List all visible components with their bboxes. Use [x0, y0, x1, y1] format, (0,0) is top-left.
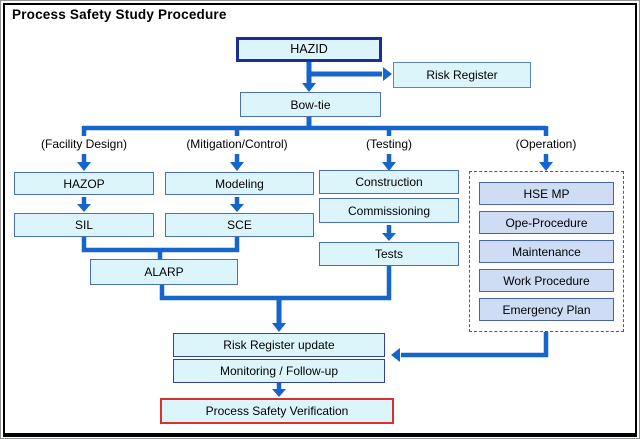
arrowhead-bowtie [302, 83, 316, 92]
arrowhead-tests [382, 233, 396, 241]
arrowhead-verification [272, 389, 286, 397]
page-title: Process Safety Study Procedure [12, 7, 227, 22]
node-sce: SCE [165, 213, 314, 237]
node-work-procedure: Work Procedure [479, 269, 614, 292]
node-hazop: HAZOP [14, 172, 154, 195]
node-process-safety-verification: Process Safety Verification [160, 398, 394, 424]
node-commissioning: Commissioning [319, 198, 459, 223]
node-tests: Tests [319, 242, 459, 266]
node-ope-procedure: Ope-Procedure [479, 211, 614, 234]
branch-label-operation: (Operation) [515, 137, 577, 151]
node-hazid: HAZID [236, 37, 382, 62]
arrowhead-sce [230, 204, 244, 212]
node-emergency-plan: Emergency Plan [479, 298, 614, 321]
line-operation-exit [401, 332, 549, 358]
node-modeling: Modeling [165, 172, 314, 195]
arrowhead-modeling-top [230, 162, 244, 171]
arrowhead-construction-top [382, 162, 396, 171]
arrowhead-sil [77, 204, 91, 212]
arrowhead-operation-exit [391, 348, 400, 362]
node-hse-mp: HSE MP [479, 182, 614, 205]
node-alarp: ALARP [90, 259, 238, 285]
node-bowtie: Bow-tie [240, 92, 381, 117]
node-maintenance: Maintenance [479, 240, 614, 263]
arrowhead-risk-register [383, 67, 392, 81]
operation-group: HSE MP Ope-Procedure Maintenance Work Pr… [469, 171, 624, 332]
branch-label-mitigation-control: (Mitigation/Control) [186, 137, 288, 151]
branch-label-testing: (Testing) [365, 137, 413, 151]
node-construction: Construction [319, 170, 459, 194]
line-alarp-tests-junction [159, 266, 392, 301]
node-monitoring-follow-up: Monitoring / Follow-up [173, 359, 385, 383]
arrowhead-hazop-top [77, 162, 91, 171]
node-risk-register-update: Risk Register update [173, 333, 385, 357]
branch-label-facility-design: (Facility Design) [40, 137, 128, 151]
line-sil-sce-to-alarp [81, 237, 240, 253]
node-risk-register: Risk Register [393, 62, 531, 88]
arrowhead-rr-update [272, 323, 286, 332]
arrowhead-operation-top [539, 162, 553, 171]
node-sil: SIL [14, 213, 154, 237]
